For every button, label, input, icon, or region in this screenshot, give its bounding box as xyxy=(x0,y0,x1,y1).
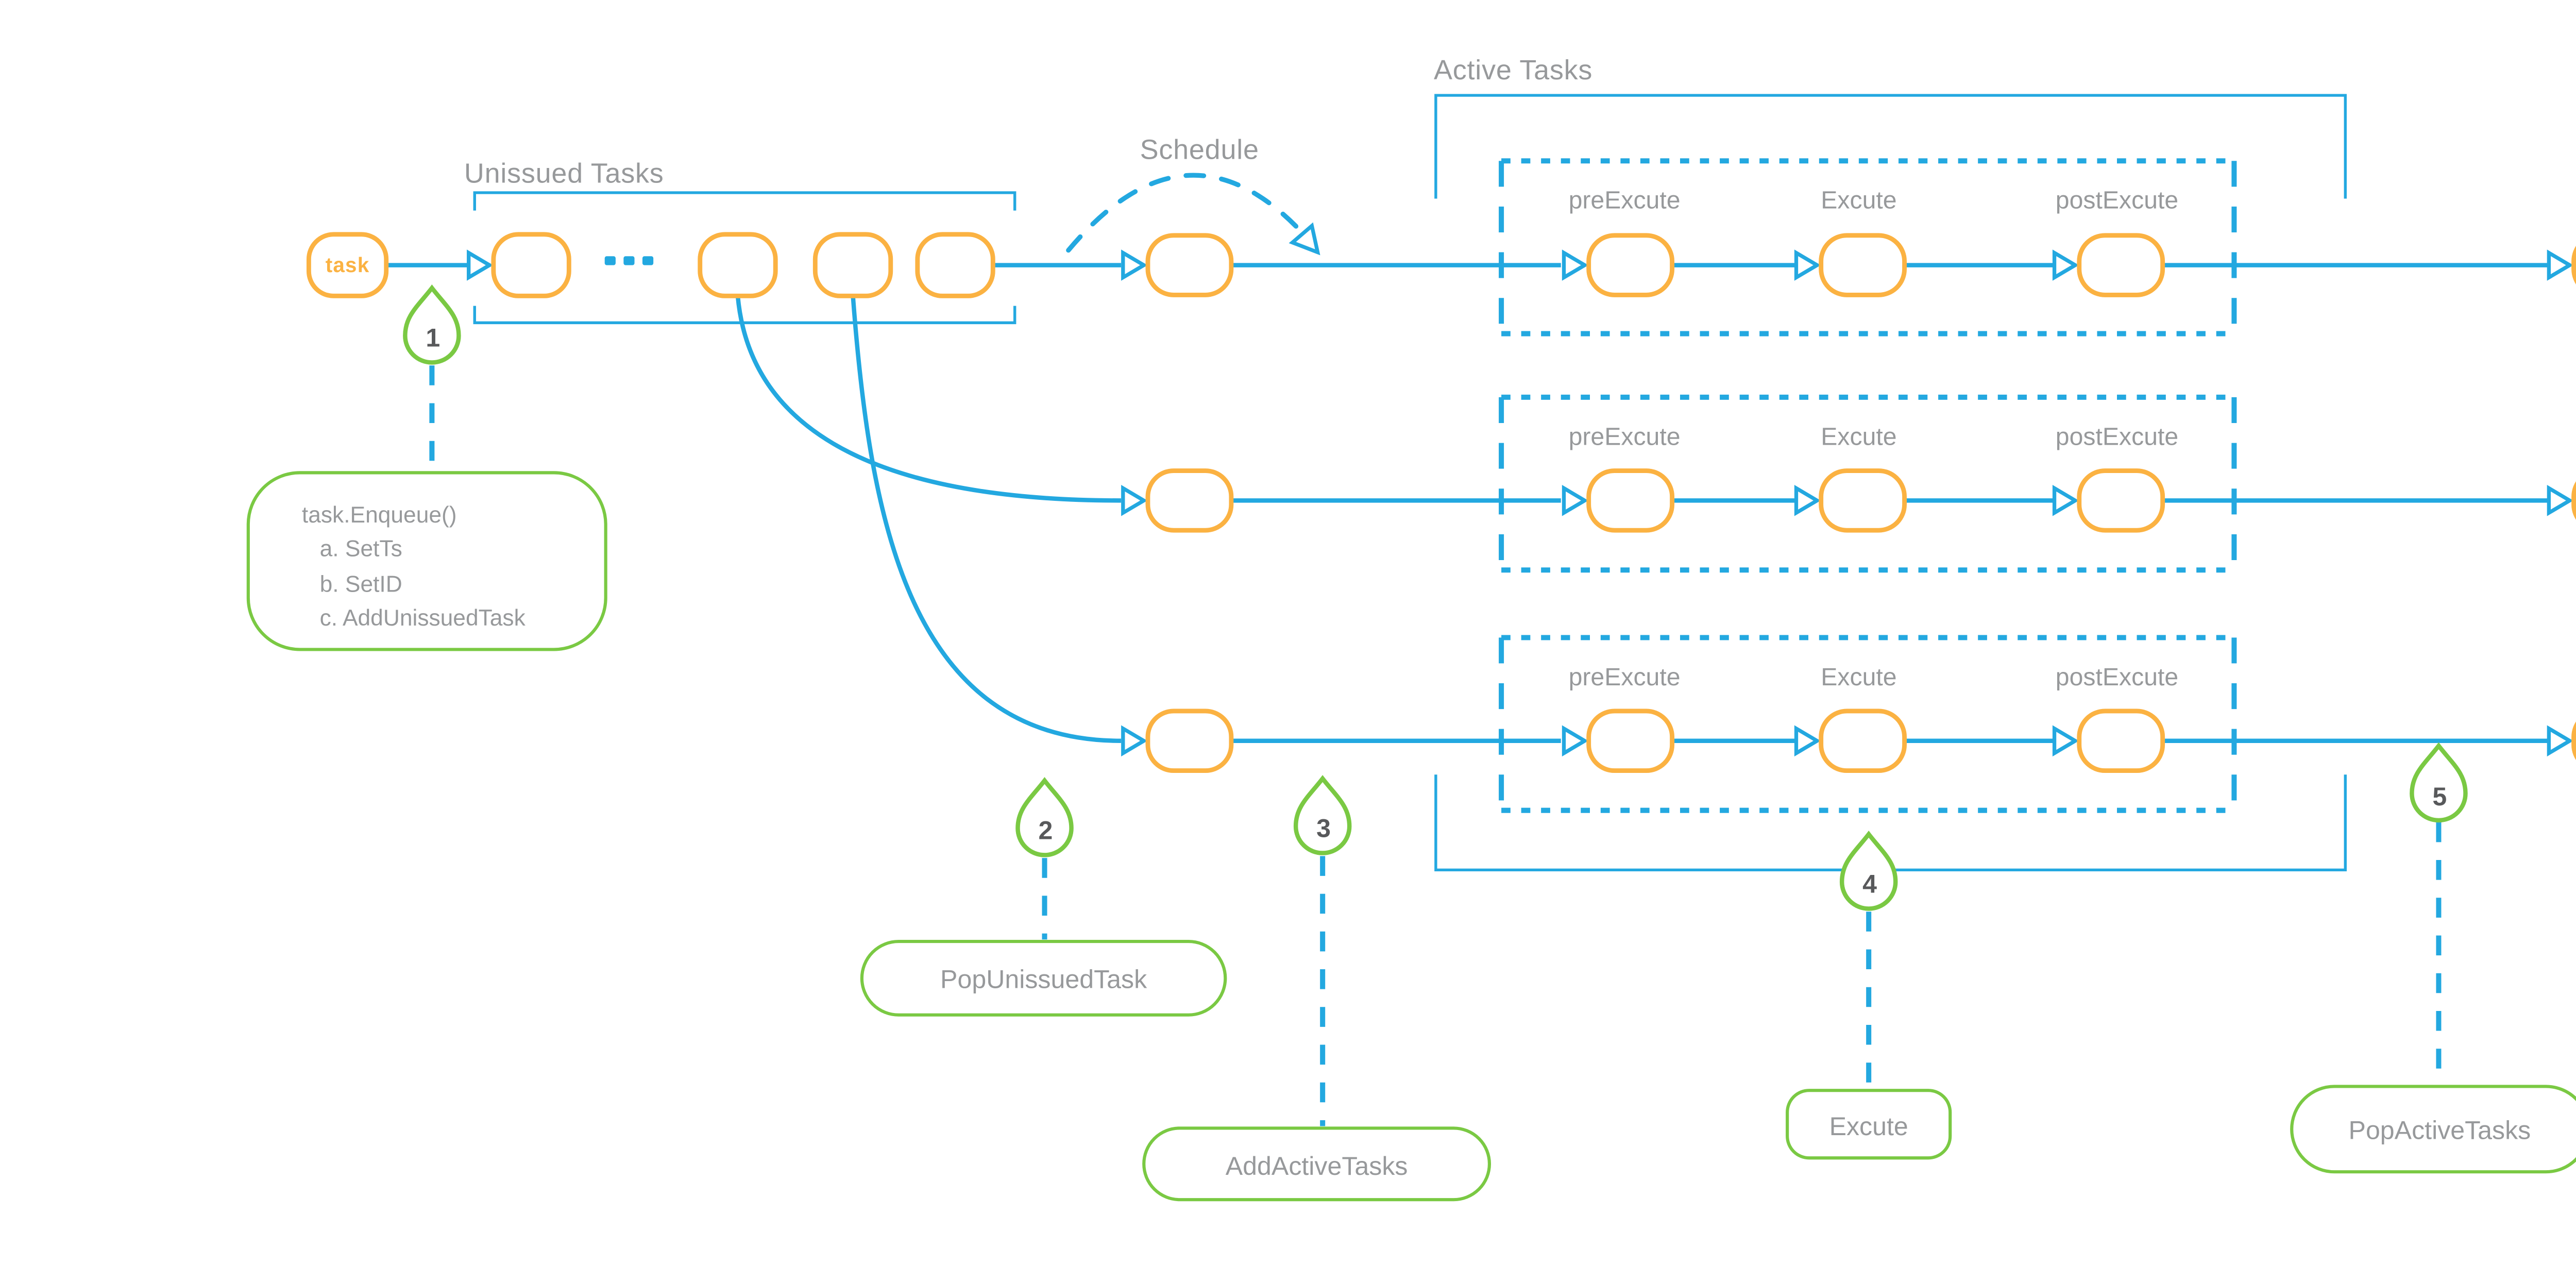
active-tasks-label: Active Tasks xyxy=(1434,54,1593,86)
marker-teardrop-5-icon xyxy=(2410,742,2468,823)
marker-teardrop-3-icon xyxy=(1293,775,1352,855)
annotation-5-label: PopActiveTasks xyxy=(2348,1115,2531,1145)
task-node xyxy=(306,232,389,298)
marker-number-5: 5 xyxy=(2432,780,2447,811)
stage-label-pre-row1: preExcute xyxy=(1568,187,1681,215)
execution-box-row3 xyxy=(1499,635,2237,813)
execution-box-row1 xyxy=(1499,158,2237,336)
done-node-row2 xyxy=(2571,481,2576,520)
stage-label-pre-row2: preExcute xyxy=(1568,423,1681,451)
pre-execute-node-row2 xyxy=(1586,468,1675,533)
queue-node-1 xyxy=(491,232,571,298)
active-bracket-top xyxy=(1434,94,2347,199)
annotation-3-label: AddActiveTasks xyxy=(1225,1150,1408,1180)
post-execute-node-row3 xyxy=(2077,709,2165,773)
execute-node-row2 xyxy=(1819,468,1907,533)
pre-execute-node-row3 xyxy=(1586,709,1675,773)
stage-label-exec-row2: Excute xyxy=(1821,423,1897,451)
annotation-box-4 xyxy=(1786,1089,1952,1160)
queue-node-4 xyxy=(915,232,995,298)
annotation-1-line-3: b. SetID xyxy=(319,573,402,597)
stage-label-post-row2: postExcute xyxy=(2055,423,2179,451)
scheduler-node-row2 xyxy=(1145,468,1234,533)
marker-number-2: 2 xyxy=(1038,815,1053,846)
stage-label-exec-row1: Excute xyxy=(1821,187,1897,215)
annotation-1-line-2: a. SetTs xyxy=(319,538,402,562)
marker-teardrop-2-icon xyxy=(1015,777,1074,857)
annotation-box-1 xyxy=(246,471,607,651)
edge-queue-to-scheduler-row3 xyxy=(851,296,1121,744)
marker-number-4: 4 xyxy=(1862,869,1877,899)
unissued-tasks-label: Unissued Tasks xyxy=(464,156,664,188)
execute-node-row1 xyxy=(1819,233,1907,297)
post-execute-node-row1 xyxy=(2077,233,2165,297)
annotation-2-label: PopUnissuedTask xyxy=(940,964,1147,994)
execute-node-row3 xyxy=(1819,709,1907,773)
marker-teardrop-1-icon xyxy=(403,284,461,365)
unissued-bracket-bottom xyxy=(473,306,1016,325)
annotation-box-3 xyxy=(1142,1126,1492,1202)
done-node-row3 xyxy=(2571,721,2576,761)
scheduler-node-row3 xyxy=(1145,709,1234,773)
pre-execute-node-row1 xyxy=(1586,233,1675,297)
queue-node-2 xyxy=(698,232,778,298)
stage-label-post-row3: postExcute xyxy=(2055,663,2179,691)
arrowhead-icons xyxy=(467,249,2574,757)
schedule-arc xyxy=(1066,173,1315,253)
stage-label-post-row1: postExcute xyxy=(2055,187,2179,215)
marker-number-3: 3 xyxy=(1316,813,1331,844)
schedule-label: Schedule xyxy=(1140,133,1259,165)
stage-label-exec-row3: Excute xyxy=(1821,663,1897,691)
stage-label-pre-row3: preExcute xyxy=(1568,663,1681,691)
marker-number-1: 1 xyxy=(426,323,440,353)
active-bracket-bottom xyxy=(1434,774,2347,872)
annotation-box-5 xyxy=(2290,1085,2576,1174)
annotation-1-line-4: c. AddUnissuedTask xyxy=(319,608,526,632)
done-node-row1 xyxy=(2571,246,2576,285)
scheduler-node-row1 xyxy=(1145,233,1234,297)
unissued-bracket-top xyxy=(473,191,1016,211)
edge-queue-to-scheduler-row2 xyxy=(735,295,1121,503)
annotation-box-2 xyxy=(860,939,1227,1017)
annotation-1-line-1: task.Enqueue() xyxy=(301,503,457,528)
schedule-arc-arrowhead-icon xyxy=(1289,222,1320,256)
post-execute-node-row2 xyxy=(2077,468,2165,533)
queue-node-3 xyxy=(812,232,893,298)
annotation-4-label: Excute xyxy=(1829,1110,1908,1140)
task-node-label: task xyxy=(325,254,370,278)
execution-box-row2 xyxy=(1499,394,2237,573)
marker-teardrop-4-icon xyxy=(1839,831,1898,911)
queue-ellipsis-icon xyxy=(604,256,654,265)
